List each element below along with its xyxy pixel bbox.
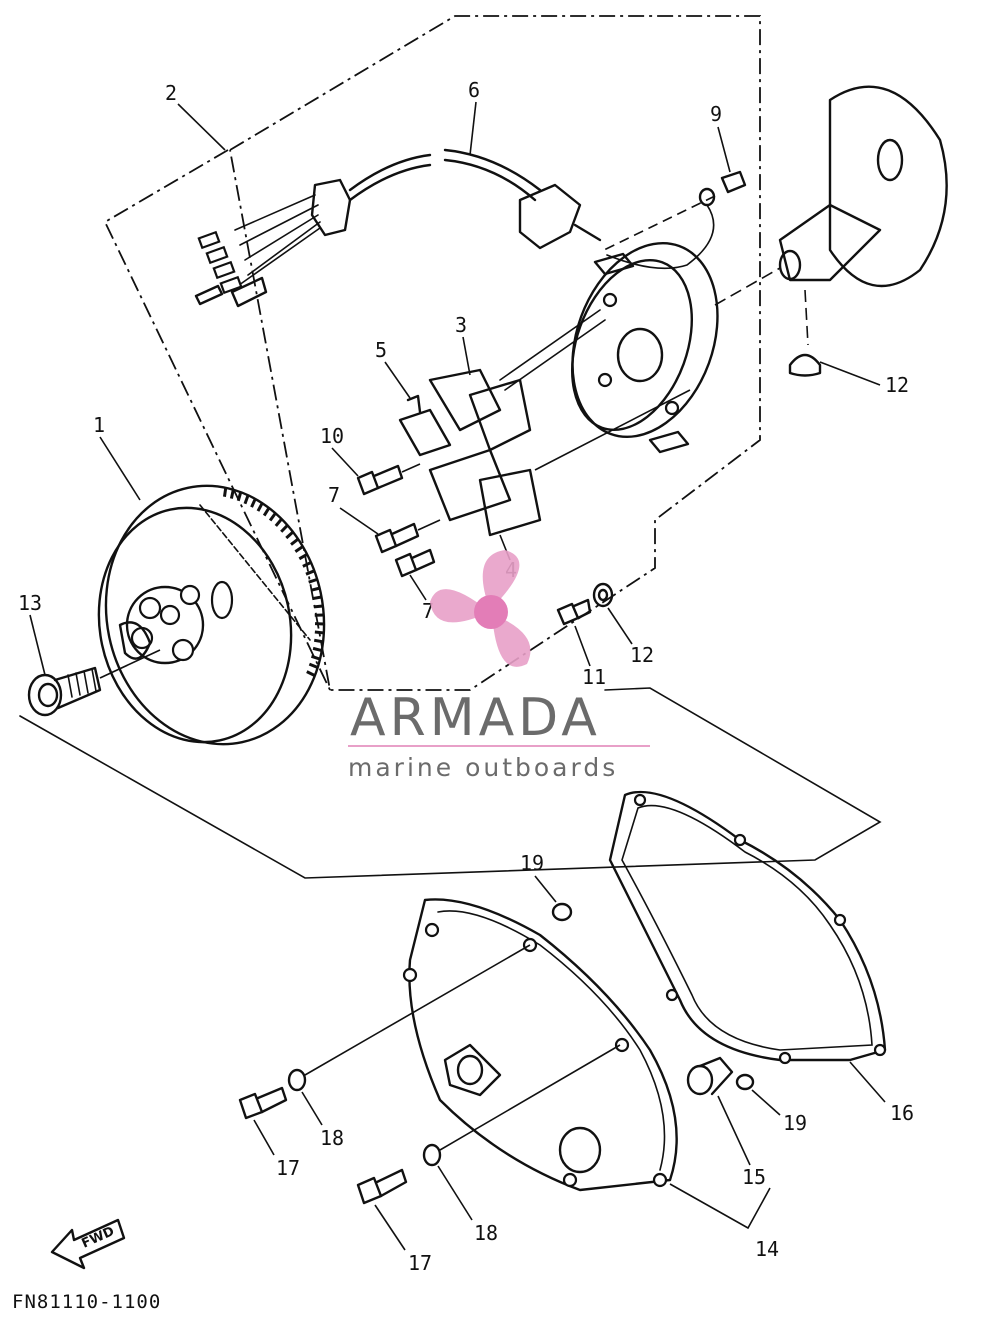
forward-arrow-icon: FWD	[50, 1218, 126, 1270]
callout-10: 11	[582, 665, 606, 689]
callout-18b: 18	[474, 1221, 498, 1245]
gear-tooth	[310, 654, 321, 661]
callout-11: 12	[630, 643, 654, 667]
callout-5: 5	[375, 338, 387, 362]
lighting-coil-part	[428, 389, 691, 537]
collar-15	[686, 1056, 734, 1096]
callout-2: 2	[165, 81, 177, 105]
gear-tooth	[256, 502, 264, 512]
gear-tooth	[310, 586, 320, 592]
callout-7a: 7	[328, 483, 340, 507]
charge-coil-part	[398, 394, 452, 457]
washer-11	[592, 582, 614, 608]
callout-12: 12	[885, 373, 909, 397]
bolt-17-upper	[238, 1086, 288, 1120]
wire-harness-part	[194, 153, 432, 308]
screw-7-upper	[374, 519, 441, 554]
gear-tooth	[250, 498, 257, 508]
plug-19-lower	[735, 1073, 755, 1091]
screw-8	[356, 463, 421, 496]
gear-tooth	[229, 489, 235, 499]
gear-tooth	[268, 512, 277, 522]
gear-tooth	[305, 569, 315, 576]
callout-3: 3	[455, 313, 467, 337]
screw-7-lower	[394, 548, 436, 578]
flywheel-part	[97, 484, 326, 746]
watermark-brand: ARMADA	[350, 688, 601, 748]
assembly-outline-lower	[19, 687, 882, 879]
crankshaft-woodruff-key	[714, 85, 948, 377]
assembly-outline-upper	[229, 15, 761, 691]
callouts: 2 6 9 3 5 12 10 1 7 4 7 13 11 12 19 16 1	[18, 78, 914, 1275]
callout-13: 13	[18, 591, 42, 615]
gear-tooth	[280, 524, 289, 533]
washer-18-upper	[287, 944, 531, 1092]
callout-19a: 19	[520, 851, 544, 875]
callout-17a: 17	[276, 1156, 300, 1180]
washer-18-lower	[422, 1044, 621, 1167]
callout-16: 16	[890, 1101, 914, 1125]
callout-1: 1	[93, 413, 105, 437]
flywheel-nut-part	[27, 649, 161, 717]
crankcase-cover-part	[402, 898, 678, 1192]
gear-tooth	[290, 537, 300, 546]
gasket-part	[608, 790, 887, 1065]
gear-tooth	[313, 604, 324, 609]
callout-17b: 17	[408, 1251, 432, 1275]
gear-tooth	[243, 494, 250, 505]
gear-tooth	[308, 662, 319, 669]
gear-tooth	[285, 530, 294, 540]
armada-watermark: ARMADA marine outboards	[348, 550, 650, 782]
gear-tooth	[302, 561, 312, 568]
callout-18a: 18	[320, 1126, 344, 1150]
diagram-code: FN81110-1100	[12, 1291, 161, 1313]
gear-tooth	[306, 670, 316, 677]
pulser-coil-part	[428, 309, 606, 452]
gear-tooth	[294, 545, 304, 553]
gear-tooth	[312, 595, 322, 601]
gear-tooth	[298, 553, 308, 561]
gear-tooth	[262, 507, 271, 517]
stator-base-plate	[570, 241, 719, 454]
watermark-tagline: marine outboards	[348, 753, 618, 782]
callout-19b: 19	[783, 1111, 807, 1135]
gear-tooth	[222, 487, 228, 497]
bolt-10	[556, 598, 592, 626]
callout-6: 6	[468, 78, 480, 102]
wire-part	[443, 148, 602, 250]
callout-8: 10	[320, 424, 344, 448]
gear-tooth	[236, 491, 243, 502]
ground-screw-part	[603, 170, 747, 270]
propeller-logo-icon	[430, 550, 531, 667]
gear-tooth	[312, 646, 323, 653]
callout-14: 14	[755, 1237, 779, 1261]
bolt-17-lower	[356, 1168, 408, 1205]
gear-tooth	[308, 577, 318, 584]
callout-9: 9	[710, 102, 722, 126]
gear-tooth	[313, 638, 324, 644]
plug-19-upper	[551, 902, 573, 922]
gear-tooth	[314, 630, 324, 635]
gear-tooth	[274, 518, 283, 527]
callout-15: 15	[742, 1165, 766, 1189]
